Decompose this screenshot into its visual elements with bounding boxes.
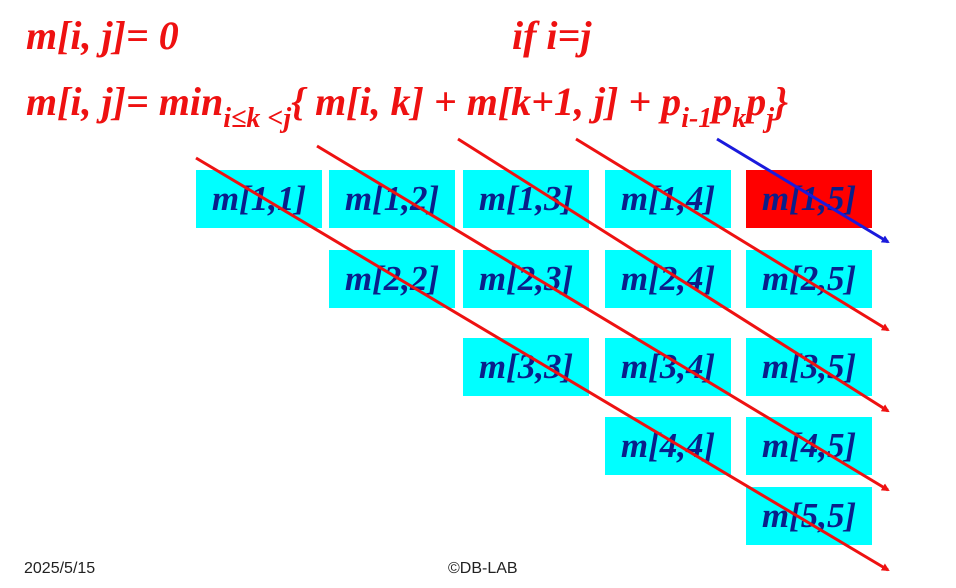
base-case-lhs: m[i, j]= 0 (26, 13, 179, 58)
footer-date: 2025/5/15 (24, 560, 96, 577)
recurrence-lhs: m[i, j]= min (26, 79, 224, 124)
recurrence-body: { m[i, k] + m[k+1, j] + p (291, 79, 682, 124)
footer-credit: ©DB-LAB (448, 560, 518, 577)
p-k-subscript: k (732, 103, 747, 134)
dp-cell-2-5: m[2,5] (746, 250, 872, 308)
recurrence-formula: m[i, j]= mini≤k <j{ m[i, k] + m[k+1, j] … (26, 80, 788, 141)
dp-cell-3-5: m[3,5] (746, 338, 872, 396)
dp-cell-1-4: m[1,4] (605, 170, 731, 228)
p-k-symbol: p (712, 79, 733, 124)
p-j-symbol: p (746, 79, 767, 124)
dp-cell-4-5: m[4,5] (746, 417, 872, 475)
dp-cell-1-2: m[1,2] (329, 170, 455, 228)
base-case-condition: if i=j (512, 13, 592, 58)
dp-cell-2-2: m[2,2] (329, 250, 455, 308)
p-j-subscript: j (766, 103, 775, 134)
diagonal-arrow-4 (716, 137, 890, 244)
diagonal-arrow-0 (195, 156, 890, 572)
diagonal-arrow-3 (575, 137, 890, 332)
recurrence-close: } (774, 79, 789, 124)
dp-cell-1-1: m[1,1] (196, 170, 322, 228)
dp-cell-1-3: m[1,3] (463, 170, 589, 228)
dp-cell-3-4: m[3,4] (605, 338, 731, 396)
base-case-formula: m[i, j]= 0 if i=j (26, 13, 591, 58)
p-i-1-subscript: i-1 (681, 103, 713, 134)
diagonal-arrow-2 (457, 137, 890, 413)
diagonal-arrow-1 (316, 144, 890, 492)
min-subscript: i≤k <j (223, 103, 292, 134)
